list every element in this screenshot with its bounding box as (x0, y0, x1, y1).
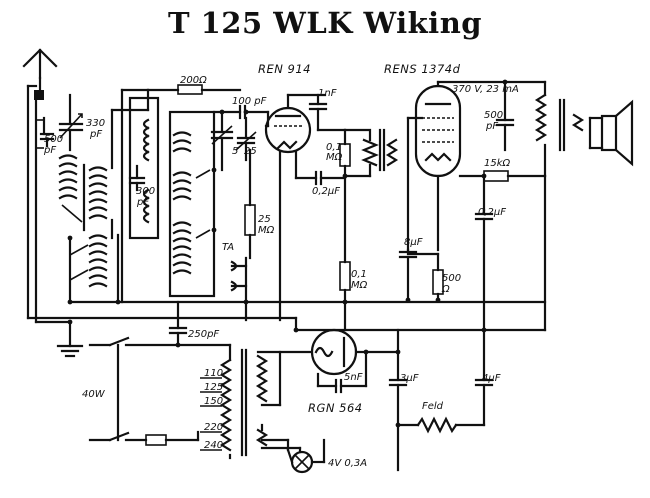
label-200-ohm: 200Ω (180, 75, 207, 86)
antenna-capacitor-500pf (39, 116, 55, 148)
resistor-25-megohm (244, 148, 256, 260)
capacitor-1nf (308, 93, 328, 132)
antenna-socket (34, 90, 44, 100)
ground-symbol (56, 320, 84, 358)
fuse (145, 434, 200, 446)
schematic-title: T 125 WLK Wiking (167, 6, 483, 40)
capacitor-300pf (128, 164, 146, 192)
label-500-right-unit: pF (485, 121, 498, 132)
trimmer-capacitor-5-25 (235, 116, 257, 162)
label-500-unit: pF (43, 145, 56, 156)
label-0-1-top: 0,1 (326, 142, 342, 153)
capacitor-0-2uf-coupling (294, 170, 347, 186)
tuning-capacitor (210, 110, 234, 172)
label-300: 300 (136, 186, 155, 197)
label-rgn564: RGN 564 (308, 401, 363, 415)
label-tap-150: 150 (204, 396, 223, 407)
label-250pf: 250pF (188, 329, 219, 340)
pickup-jack-ta (230, 256, 248, 322)
capacitor-3uf (388, 328, 408, 472)
mains-transformer (176, 343, 269, 460)
loudspeaker-icon (588, 99, 634, 167)
label-40w: 40W (82, 389, 106, 400)
label-8uf: 8µF (404, 237, 423, 248)
label-5nf: 5nF (344, 372, 363, 383)
capacitor-0-2uf-screen (474, 208, 494, 332)
variable-capacitor-330pf (58, 93, 84, 152)
label-500-ohm: 500 (442, 273, 461, 284)
label-ta: TA (222, 242, 234, 253)
label-feld: Feld (422, 401, 444, 412)
antenna-symbol (22, 48, 58, 80)
grid-capacitor-100pf (212, 104, 270, 120)
label-lamp: 4V 0,3A (328, 458, 367, 469)
label-25m: 25 (258, 214, 271, 225)
capacitor-5nf (316, 350, 368, 394)
label-tap-110: 110 (204, 368, 223, 379)
label-500-right: 500 (484, 110, 503, 121)
label-300-unit: pF (136, 197, 149, 208)
tube-rens1374d (414, 80, 462, 178)
label-500-ohm-unit: Ω (441, 284, 450, 295)
tube-ren914 (264, 93, 312, 322)
field-coil-feld (396, 416, 486, 434)
label-rens1374d: RENS 1374d (384, 62, 461, 76)
label-0-1-mid: 0,1 (351, 269, 367, 280)
mains-switch (88, 336, 180, 442)
label-100pf: 100 pF (232, 96, 267, 107)
capacitor-8uf (398, 248, 418, 302)
label-tap-240: 240 (204, 440, 223, 451)
label-25m-unit: MΩ (258, 225, 275, 236)
label-supply: 370 V, 23 mA (452, 84, 519, 95)
capacitor-500pf-output (495, 80, 515, 152)
label-tap-220: 220 (204, 422, 223, 433)
label-0-1-mid-unit: MΩ (351, 280, 368, 291)
label-1nf: 1nF (318, 88, 337, 99)
label-4uf: 4µF (482, 373, 501, 384)
resistor-15k (458, 170, 547, 182)
label-3uf: 3µF (400, 373, 419, 384)
label-500: 500 (44, 134, 63, 145)
resistor-0-1-megohm-mid (339, 176, 351, 332)
label-0-2uf-b: 0,2µF (478, 207, 506, 218)
capacitor-250pf (168, 300, 188, 347)
label-15k: 15kΩ (484, 158, 511, 169)
label-0-1-top-unit: MΩ (326, 152, 343, 163)
label-ren914: REN 914 (258, 62, 311, 76)
label-0-2uf-a: 0,2µF (312, 186, 340, 197)
label-330: 330 (86, 118, 105, 129)
capacitor-4uf (474, 328, 494, 427)
pilot-lamp-icon (286, 438, 326, 474)
waveband-coils (168, 110, 216, 298)
label-330-unit: pF (89, 129, 102, 140)
label-tap-125: 125 (204, 382, 223, 393)
label-5: 5 (232, 146, 238, 157)
rectifier-tube-rgn564 (310, 328, 400, 376)
resistor-200-ohm (146, 84, 242, 95)
antenna-coil-assembly (58, 88, 124, 304)
